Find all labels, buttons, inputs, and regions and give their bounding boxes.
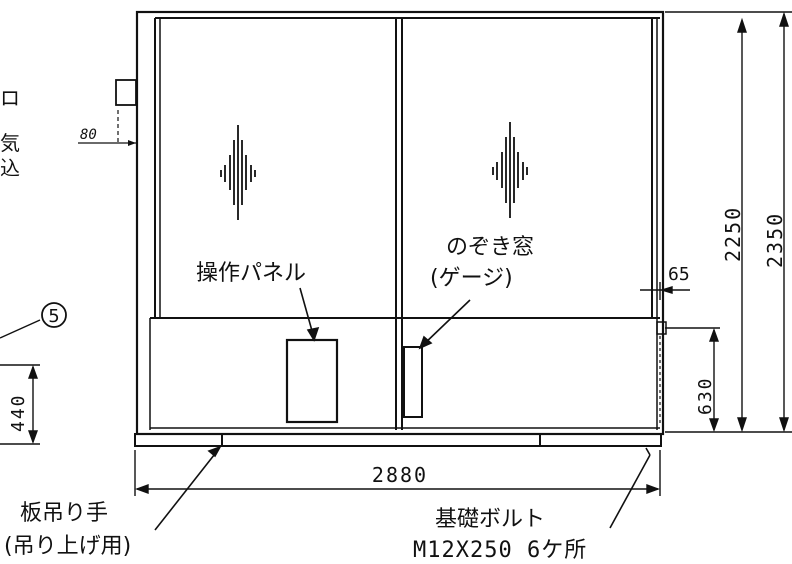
callout-circle bbox=[41, 302, 67, 328]
dim-offset-right-text: 65 bbox=[668, 264, 690, 285]
leader-lines bbox=[154, 287, 651, 531]
left-edge-label-3: 込 bbox=[0, 156, 20, 180]
cabinet-frame bbox=[135, 10, 665, 436]
control-panel-label: 操作パネル bbox=[196, 261, 306, 286]
glass-reflection-right bbox=[492, 122, 528, 218]
peep-window-label-2: (ゲージ) bbox=[430, 266, 513, 291]
peep-window-label-1: のぞき窓 bbox=[446, 235, 534, 260]
right-fitting bbox=[656, 321, 667, 425]
left-edge-label-1: ロ bbox=[0, 86, 20, 110]
dim-width bbox=[134, 450, 661, 496]
dim-offset-left-text: 80 bbox=[80, 127, 97, 143]
control-panel-box bbox=[285, 338, 339, 424]
plate-lifter-label-1: 板吊り手 bbox=[20, 501, 108, 526]
dim-left-height-text: 440 bbox=[8, 393, 29, 432]
dim-base-height-text: 630 bbox=[695, 376, 716, 415]
dim-heights-right bbox=[640, 11, 792, 433]
foundation-bolt-label-2: M12X250 6ケ所 bbox=[413, 538, 587, 563]
dim-left bbox=[0, 319, 41, 445]
left-edge-label-2: 気 bbox=[0, 131, 20, 155]
foundation-bolt-label-1: 基礎ボルト bbox=[435, 507, 545, 532]
peep-window-box bbox=[403, 346, 423, 418]
plate-lifter-label-2: (吊り上げ用) bbox=[4, 534, 131, 559]
base-skid bbox=[134, 433, 662, 447]
dim-height-total-text: 2350 bbox=[763, 212, 787, 268]
dim-width-text: 2880 bbox=[372, 463, 428, 487]
dim-height-upper-text: 2250 bbox=[721, 206, 745, 262]
left-nozzle bbox=[78, 79, 138, 146]
glass-reflection-left bbox=[220, 125, 256, 220]
callout-number: 5 bbox=[48, 306, 59, 327]
